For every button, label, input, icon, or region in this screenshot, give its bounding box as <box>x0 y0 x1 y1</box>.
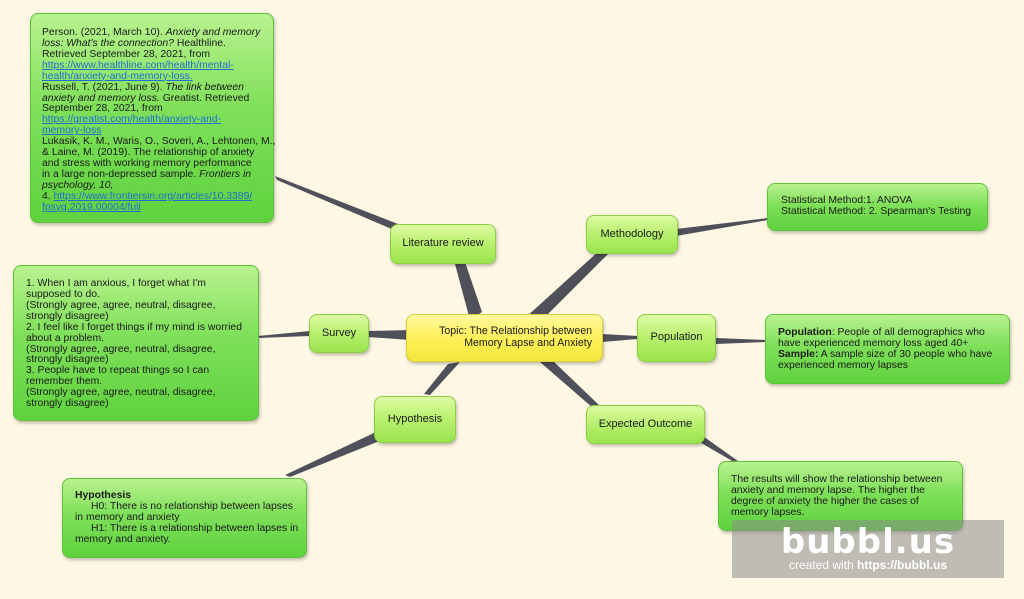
citation-text: 4. <box>42 190 54 202</box>
survey-scale: strongly disagree) <box>26 354 109 366</box>
bubbl-watermark[interactable]: bubbl.us created with https://bubbl.us <box>732 520 1004 578</box>
citation-text: September 28, 2021, from <box>42 103 163 115</box>
connector-expected-content <box>696 434 738 462</box>
connector-topic-literature <box>455 262 482 320</box>
connector-population-content <box>716 338 766 344</box>
citation-text: Healthline. <box>173 37 226 49</box>
citation-text: Lukasik, K. M., Waris, O., Soveri, A., L… <box>42 136 276 148</box>
citation-link[interactable]: fpsyg.2019.00004/full <box>42 201 141 213</box>
outcome-text: memory lapses. <box>731 506 805 518</box>
methodology-node[interactable]: Methodology <box>586 215 678 254</box>
expected-outcome-node[interactable]: Expected Outcome <box>586 405 705 444</box>
citation-text: Person. (2021, March 10). <box>42 27 166 38</box>
watermark-link[interactable]: https://bubbl.us <box>857 558 948 572</box>
citation-title: anxiety and memory loss. <box>42 92 160 104</box>
node-label: Expected Outcome <box>598 417 693 430</box>
citation-text: in a large non-depressed sample. <box>42 168 200 180</box>
citation-title: Anxiety and memory <box>165 27 261 38</box>
population-node[interactable]: Population <box>637 314 716 362</box>
survey-scale: strongly disagree) <box>26 398 109 410</box>
bubbl-logo: bubbl.us <box>780 522 956 562</box>
topic-title: Topic: The Relationship between <box>439 325 592 338</box>
connector-topic-population <box>602 334 638 342</box>
survey-question: remember them. <box>26 376 103 388</box>
connector-topic-hypothesis <box>424 362 460 395</box>
method-text: Statistical Method: 2. Spearman's Testin… <box>781 205 972 217</box>
connector-topic-survey <box>368 330 410 340</box>
survey-question: about a problem. <box>26 332 104 344</box>
citation-title: loss: What's the connection? <box>42 37 174 49</box>
citation-text: Retrieved September 28, 2021, from <box>42 48 211 60</box>
survey-question: 2. I feel like I forget things if my min… <box>26 321 242 333</box>
survey-scale: (Strongly agree, agree, neutral, disagre… <box>26 343 216 355</box>
citation-link[interactable]: https://greatist.com/health/anxiety-and- <box>42 114 222 126</box>
citation-link[interactable]: health/anxiety-and-memory-loss. <box>42 70 193 82</box>
connector-survey-content <box>258 331 310 338</box>
hypothesis-text: H0: There is no relationship between lap… <box>91 500 293 512</box>
population-text: have experienced memory loss aged 40+ <box>778 337 969 349</box>
citation-link[interactable]: https://www.frontiersin.org/articles/10.… <box>53 190 253 202</box>
outcome-text: The results will show the relationship b… <box>731 474 943 485</box>
method-text: Statistical Method:1. ANOVA <box>781 195 913 206</box>
citation-text: and stress with working memory performan… <box>42 158 252 170</box>
hypothesis-note[interactable]: Hypothesis H0: There is no relationship … <box>62 478 307 558</box>
literature-review-node[interactable]: Literature review <box>390 224 496 264</box>
node-label: Hypothesis <box>387 412 443 425</box>
watermark-caption: created with https://bubbl.us <box>732 558 1004 572</box>
citation-title: psychology, 10, <box>42 179 114 191</box>
population-text: : People of all demographics who <box>831 327 985 338</box>
topic-title: Memory Lapse and Anxiety <box>464 337 592 349</box>
survey-scale: (Strongly agree, agree, neutral, disagre… <box>26 387 216 399</box>
population-text: experienced memory lapses <box>778 359 908 371</box>
node-label: Literature review <box>402 237 484 250</box>
survey-node[interactable]: Survey <box>309 314 369 353</box>
citation-text: Greatist. Retrieved <box>159 92 250 104</box>
hypothesis-node[interactable]: Hypothesis <box>374 396 456 443</box>
connector-topic-methodology <box>525 250 610 322</box>
citation-link[interactable]: memory-loss <box>42 125 102 137</box>
topic-node[interactable]: Topic: The Relationship between Memory L… <box>406 314 603 362</box>
node-label: Survey <box>321 326 357 339</box>
citation-link[interactable]: https://www.healthline.com/health/mental… <box>42 59 234 71</box>
sample-heading: Sample: <box>778 348 819 360</box>
hypothesis-text: H1: There is a relationship between laps… <box>91 522 299 534</box>
literature-review-note[interactable]: Person. (2021, March 10). Anxiety and me… <box>30 13 276 223</box>
population-text: A sample size of 30 people who have <box>818 348 993 360</box>
hypothesis-text: memory and anxiety. <box>75 533 171 545</box>
watermark-text: created with <box>788 558 858 572</box>
node-label: Population <box>650 331 703 344</box>
connector-literature-content <box>275 176 398 230</box>
survey-question: 1. When I am anxious, I forget what I'm <box>26 278 206 289</box>
survey-scale: (Strongly agree, agree, neutral, disagre… <box>26 299 216 311</box>
connector-hypothesis-content <box>285 432 382 477</box>
citation-text: Russell, T. (2021, June 9). <box>42 81 166 93</box>
population-heading: Population <box>778 327 832 338</box>
citation-text: & Laine, M. (2019). The relationship of … <box>42 147 255 159</box>
population-note[interactable]: Population: People of all demographics w… <box>765 314 1010 384</box>
survey-question: supposed to do. <box>26 288 100 300</box>
survey-scale: strongly disagree) <box>26 310 109 322</box>
hypothesis-heading: Hypothesis <box>75 490 132 501</box>
connector-methodology-content <box>676 218 768 236</box>
survey-question: 3. People have to repeat things so I can <box>26 365 210 377</box>
survey-note[interactable]: 1. When I am anxious, I forget what I'm … <box>13 265 259 421</box>
citation-title: Frontiers in <box>199 168 252 180</box>
expected-outcome-note[interactable]: The results will show the relationship b… <box>718 461 963 531</box>
methodology-note[interactable]: Statistical Method:1. ANOVA Statistical … <box>767 183 988 231</box>
connector-topic-expected <box>540 360 600 408</box>
citation-title: The link between <box>165 81 244 93</box>
node-label: Methodology <box>600 227 664 240</box>
outcome-text: anxiety and memory lapse. The higher the <box>731 484 925 496</box>
hypothesis-text: in memory and anxiety <box>75 511 180 523</box>
outcome-text: degree of anxiety the higher the cases o… <box>731 495 919 507</box>
